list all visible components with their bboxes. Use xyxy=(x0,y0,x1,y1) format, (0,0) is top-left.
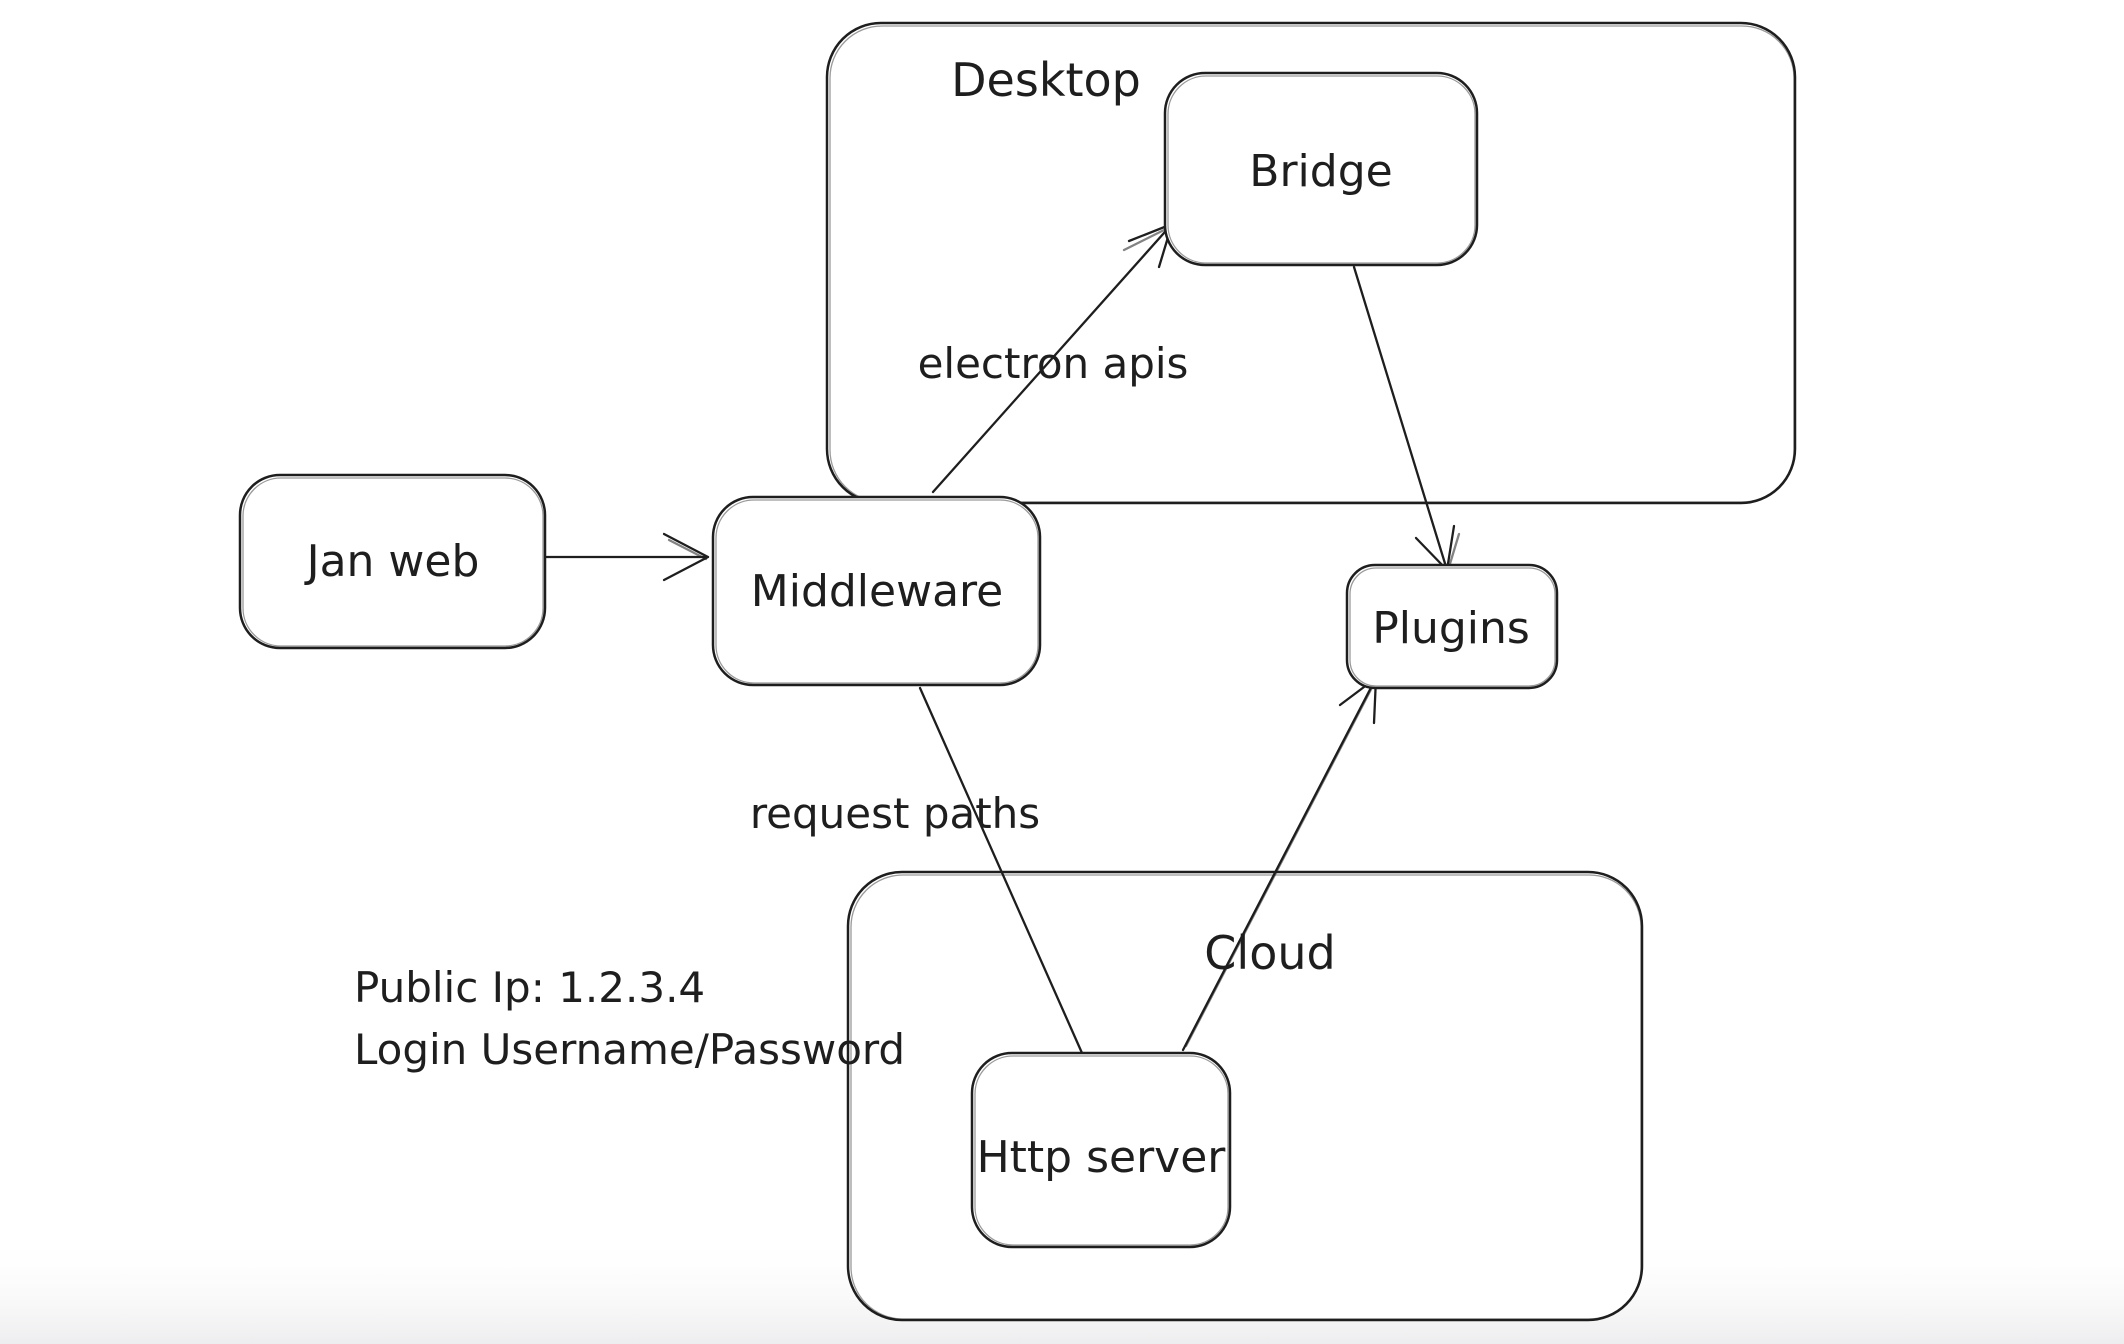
node-middleware[interactable]: Middleware xyxy=(711,495,1042,687)
edge-janweb-to-middleware[interactable] xyxy=(543,532,710,582)
middleware-label[interactable]: Middleware xyxy=(751,566,1003,617)
edge-middleware-to-httpserver[interactable] xyxy=(918,686,1084,1055)
bridge-label[interactable]: Bridge xyxy=(1249,146,1392,197)
node-plugins[interactable]: Plugins xyxy=(1345,563,1559,690)
container-cloud[interactable]: Cloud xyxy=(846,870,1644,1322)
annotation-login[interactable]: Login Username/Password xyxy=(354,1025,905,1074)
jan-web-label[interactable]: Jan web xyxy=(304,536,480,587)
edge-label-request-paths[interactable]: request paths xyxy=(750,789,1040,838)
annotation-public-ip[interactable]: Public Ip: 1.2.3.4 xyxy=(354,963,705,1012)
http-server-label[interactable]: Http server xyxy=(977,1132,1227,1183)
node-jan-web[interactable]: Jan web xyxy=(238,473,547,650)
node-http-server[interactable]: Http server xyxy=(970,1051,1232,1249)
edge-label-electron-apis[interactable]: electron apis xyxy=(918,339,1189,388)
annotation-credentials[interactable]: Public Ip: 1.2.3.4 Login Username/Passwo… xyxy=(354,963,905,1074)
plugins-label[interactable]: Plugins xyxy=(1372,603,1530,654)
node-bridge[interactable]: Bridge xyxy=(1163,71,1479,267)
desktop-label[interactable]: Desktop xyxy=(951,53,1141,107)
